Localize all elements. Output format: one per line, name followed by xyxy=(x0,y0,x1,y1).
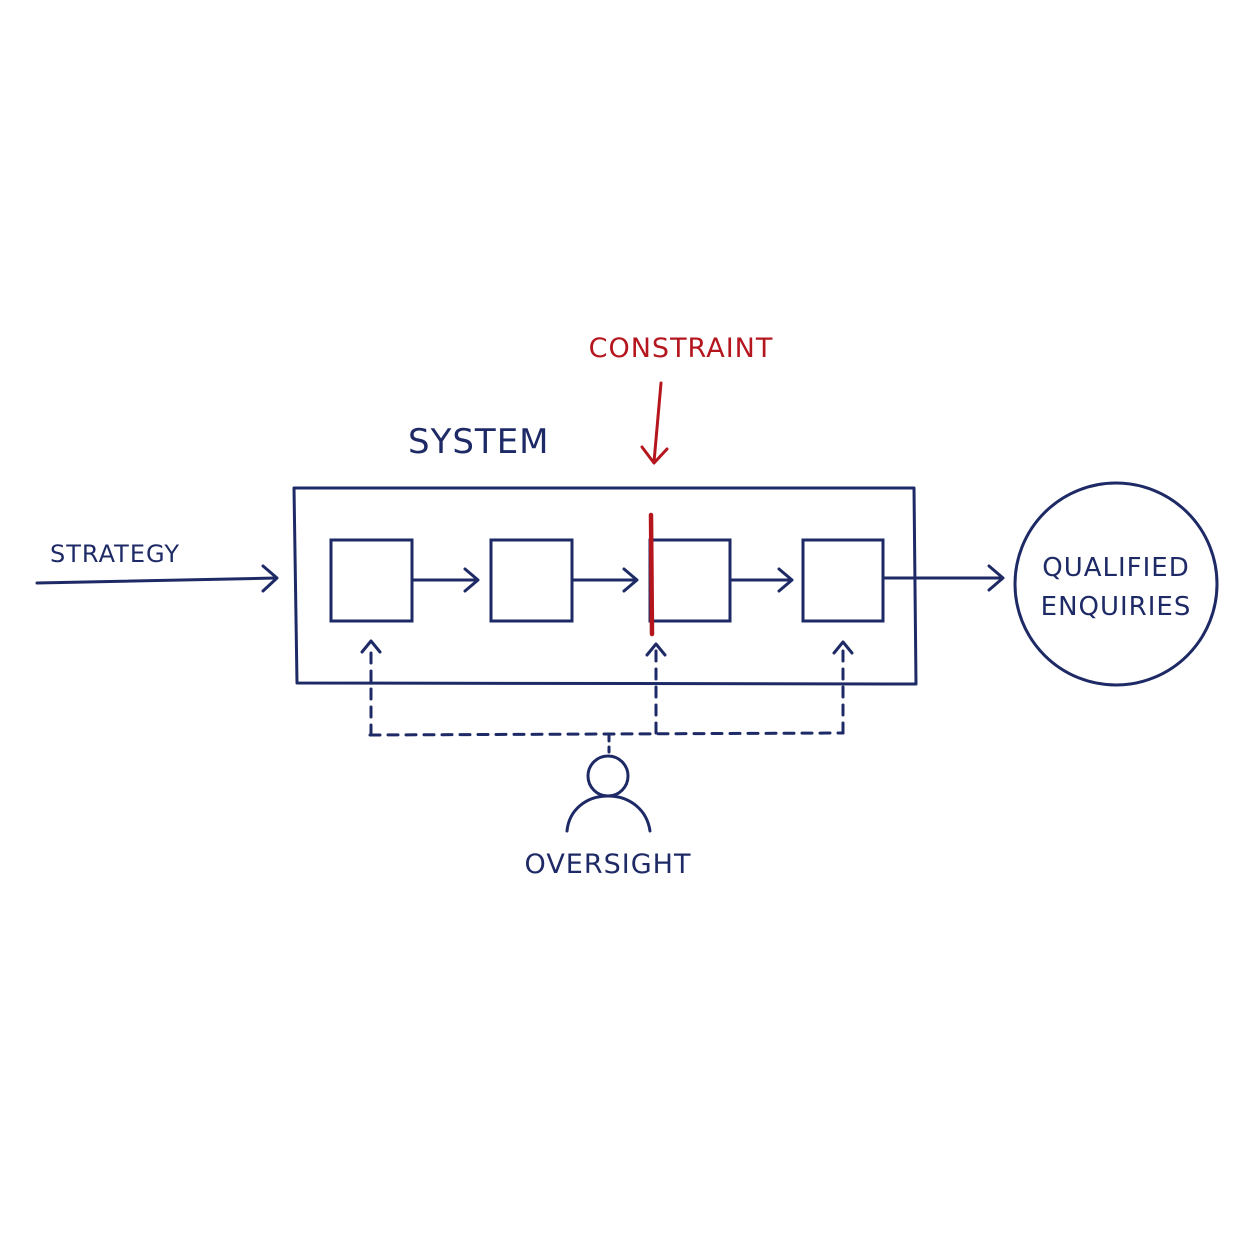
step-arrow-1-2 xyxy=(410,567,480,593)
oversight-label: OVERSIGHT xyxy=(525,849,692,880)
output-circle xyxy=(1013,481,1219,687)
strategy-arrowhead xyxy=(261,564,279,593)
oversight-feedback-lines xyxy=(368,643,845,754)
system-box xyxy=(292,486,918,686)
system-label: SYSTEM xyxy=(408,422,550,462)
process-step-3 xyxy=(648,538,732,623)
process-step-2 xyxy=(489,538,574,623)
constraint-bar xyxy=(648,512,655,637)
constraint-label: CONSTRAINT xyxy=(589,333,774,364)
process-step-1 xyxy=(329,538,414,623)
strategy-label: STRATEGY xyxy=(50,540,180,568)
output-label-line2: ENQUIRIES xyxy=(1041,592,1192,622)
output-label-line1: QUALIFIED xyxy=(1042,553,1190,583)
constraint-arrow xyxy=(640,381,669,465)
person-icon xyxy=(565,754,652,833)
strategy-arrow xyxy=(35,576,278,585)
step-arrow-3-4 xyxy=(728,567,794,593)
step-arrow-2-3 xyxy=(570,567,639,593)
process-step-4 xyxy=(801,538,885,623)
oversight-arrowheads xyxy=(360,639,854,657)
output-arrow xyxy=(881,564,1005,592)
